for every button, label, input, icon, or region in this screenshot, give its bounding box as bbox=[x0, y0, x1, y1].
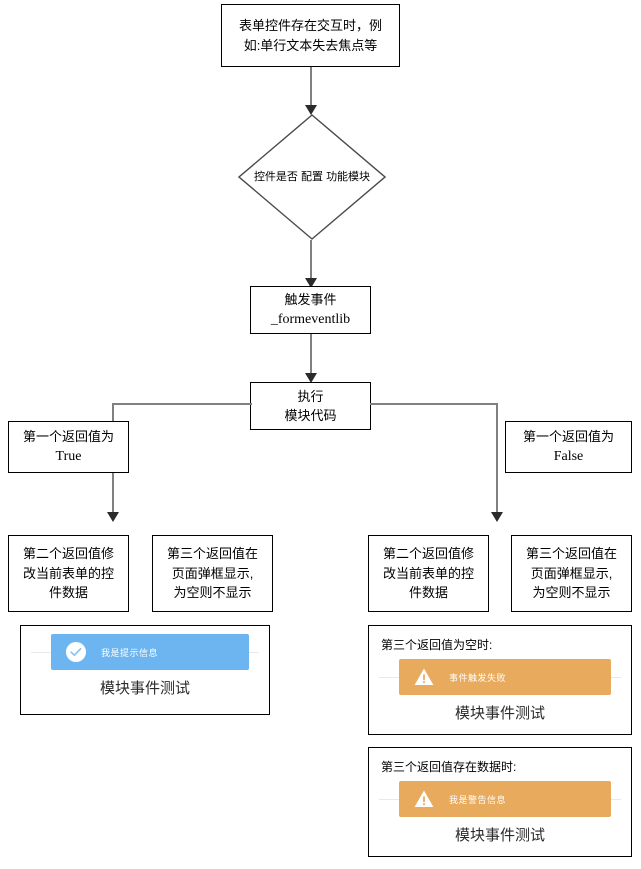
node-start: 表单控件存在交互时，例 如:单行文本失去焦点等 bbox=[221, 4, 400, 67]
node-trigger-line2: _formeventlib bbox=[270, 312, 351, 328]
node-false-second-return: 第二个返回值修 改当前表单的控 件数据 bbox=[368, 535, 489, 612]
panel-warn-empty-caption: 第三个返回值为空时: bbox=[381, 638, 493, 652]
node-decision-line2: 配置 bbox=[301, 170, 323, 183]
node-start-line1: 表单控件存在交互时，例 bbox=[238, 18, 382, 33]
node-trigger-event: 触发事件 _formeventlib bbox=[250, 286, 371, 334]
panel-warn-data: 第三个返回值存在数据时: 我是警告信息 模块事件测试 bbox=[368, 747, 632, 857]
node-decision-line1: 控件是否 bbox=[253, 170, 298, 183]
node-branch-true-line1: 第一个返回值为 bbox=[22, 428, 114, 444]
toast-warn-empty-label: 事件触发失败 bbox=[449, 672, 507, 683]
node-branch-false: 第一个返回值为 False bbox=[505, 421, 632, 473]
node-false-third-line1: 第三个返回值在 bbox=[525, 546, 617, 562]
node-branch-true-line2: True bbox=[55, 449, 82, 465]
node-branch-true: 第一个返回值为 True bbox=[8, 421, 129, 473]
node-true-third-line3: 为空则不显示 bbox=[173, 585, 252, 601]
panel-info-toast: 我是提示信息 模块事件测试 bbox=[20, 625, 270, 715]
node-decision-line3: 功能模块 bbox=[326, 170, 371, 183]
toast-info-under-label: 模块事件测试 bbox=[99, 680, 190, 697]
toast-warn-data-under-label: 模块事件测试 bbox=[454, 827, 545, 844]
node-execute-line2: 模块代码 bbox=[284, 408, 337, 423]
node-true-third-line2: 页面弹框显示, bbox=[171, 565, 254, 581]
toast-info-label: 我是提示信息 bbox=[101, 647, 159, 658]
toast-warn-empty-under-label: 模块事件测试 bbox=[454, 705, 545, 722]
toast-warn-empty: 事件触发失败 bbox=[399, 659, 611, 695]
node-false-third-return: 第三个返回值在 页面弹框显示, 为空则不显示 bbox=[511, 535, 632, 612]
toast-warn-data: 我是警告信息 bbox=[399, 781, 611, 817]
node-start-line2: 如:单行文本失去焦点等 bbox=[243, 37, 378, 53]
node-trigger-line1: 触发事件 bbox=[284, 291, 337, 307]
panel-warn-empty: 第三个返回值为空时: 事件触发失败 模块事件测试 bbox=[368, 625, 632, 735]
node-false-third-line2: 页面弹框显示, bbox=[530, 565, 613, 581]
node-true-third-return: 第三个返回值在 页面弹框显示, 为空则不显示 bbox=[152, 535, 273, 612]
node-branch-false-line2: False bbox=[553, 449, 584, 465]
node-true-third-line1: 第三个返回值在 bbox=[166, 546, 258, 562]
node-decision: 控件是否 配置 功能模块 bbox=[238, 114, 386, 240]
node-false-second-line2: 改当前表单的控 bbox=[382, 565, 474, 581]
node-true-second-return: 第二个返回值修 改当前表单的控 件数据 bbox=[8, 535, 129, 612]
node-false-second-line1: 第二个返回值修 bbox=[382, 546, 474, 562]
toast-info: 我是提示信息 bbox=[51, 634, 249, 670]
node-execute-line1: 执行 bbox=[297, 388, 324, 404]
node-true-second-line3: 件数据 bbox=[48, 585, 88, 601]
node-true-second-line1: 第二个返回值修 bbox=[22, 546, 114, 562]
panel-warn-data-caption: 第三个返回值存在数据时: bbox=[381, 760, 517, 774]
diamond-shape bbox=[238, 114, 386, 240]
toast-warn-data-label: 我是警告信息 bbox=[449, 794, 507, 805]
warning-triangle-icon bbox=[413, 666, 435, 688]
warning-triangle-icon bbox=[413, 788, 435, 810]
node-execute-module-code: 执行 模块代码 bbox=[250, 382, 371, 430]
node-false-third-line3: 为空则不显示 bbox=[532, 585, 611, 601]
node-false-second-line3: 件数据 bbox=[408, 585, 448, 601]
node-branch-false-line1: 第一个返回值为 bbox=[522, 428, 614, 444]
node-true-second-line2: 改当前表单的控 bbox=[22, 565, 114, 581]
check-circle-icon bbox=[65, 641, 87, 663]
